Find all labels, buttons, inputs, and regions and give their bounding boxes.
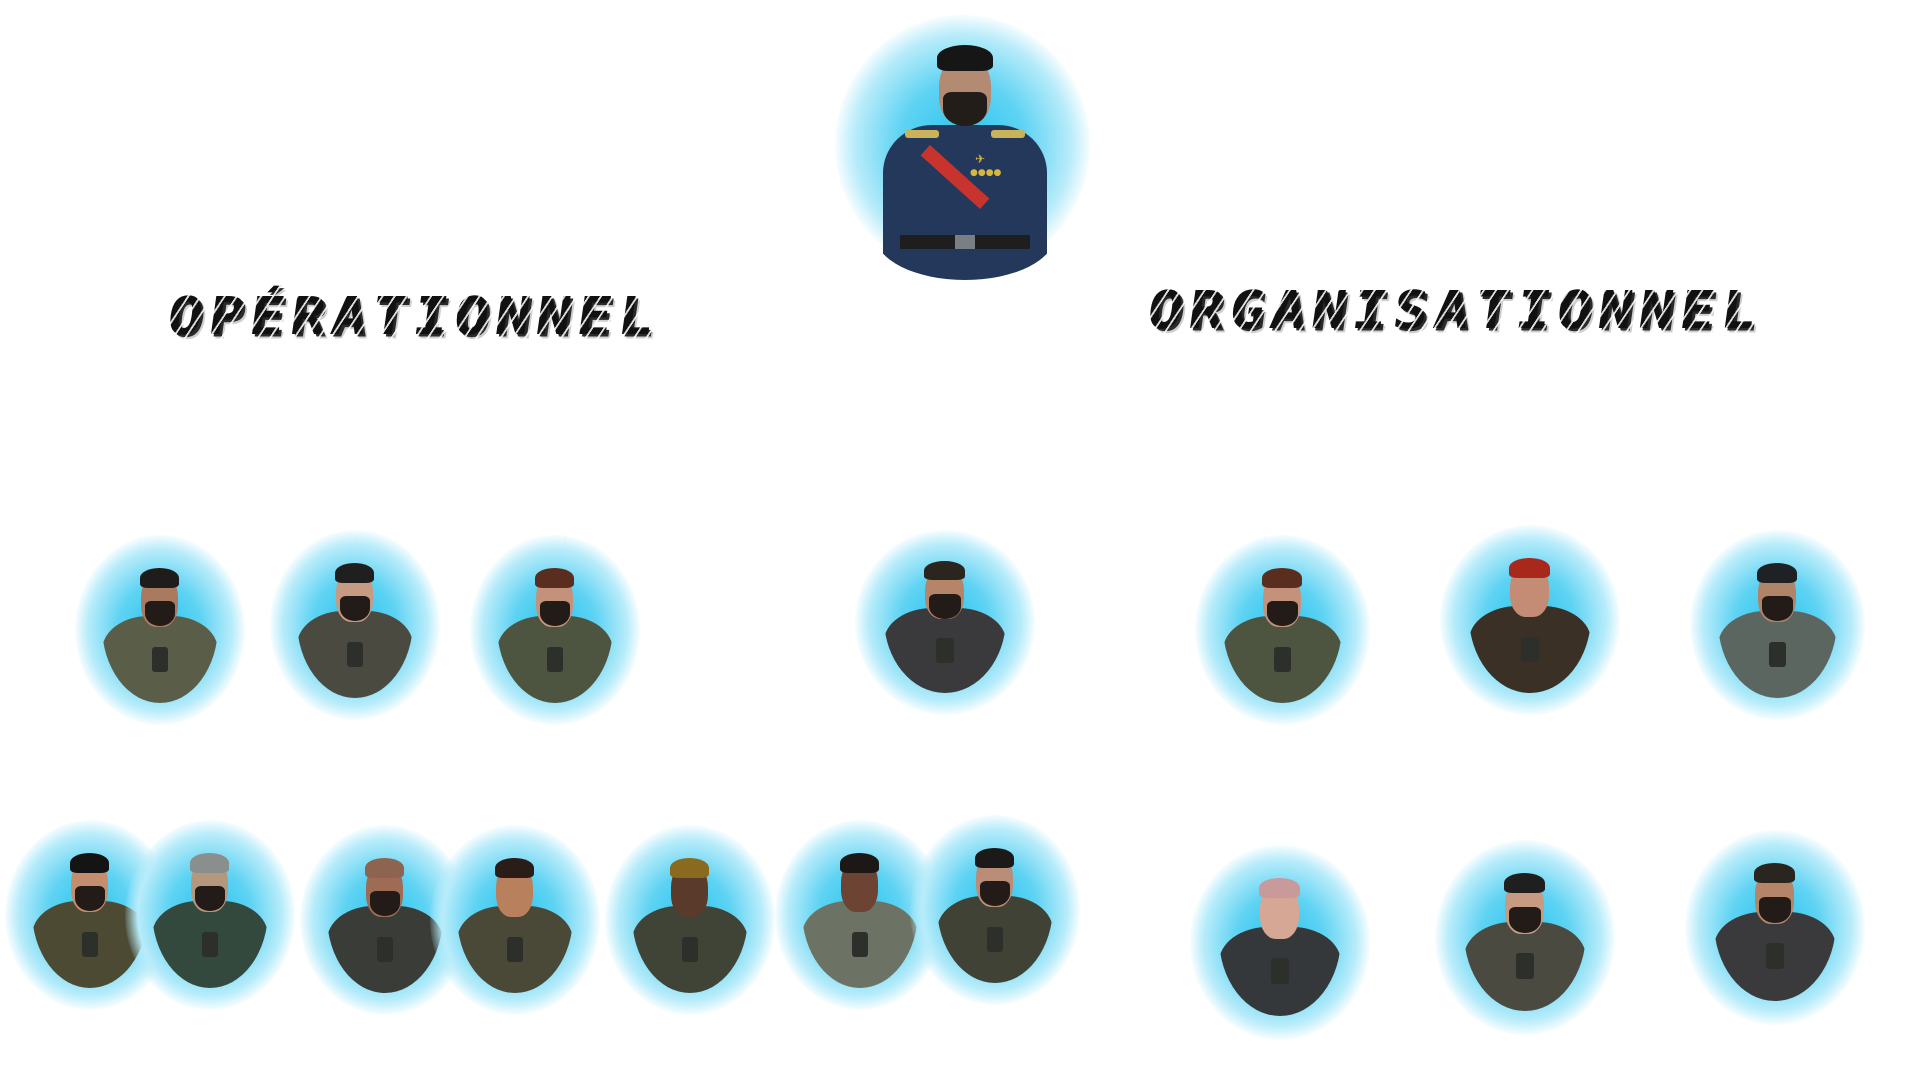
medal-icon: ✈ — [975, 152, 986, 166]
armor-plate — [681, 936, 699, 962]
commander-portrait[interactable]: ✈ ●●●● — [835, 15, 1090, 280]
commander-figure: ✈ ●●●● — [875, 30, 1055, 280]
armor-plate — [546, 646, 564, 672]
heading-organisational-text: ORGANISATIONNEL — [1143, 279, 1767, 341]
hair — [365, 858, 404, 878]
portrait-disc — [632, 852, 748, 993]
beard — [145, 601, 175, 626]
hair — [1259, 878, 1300, 898]
portrait-disc — [102, 562, 218, 703]
member-portrait[interactable] — [270, 530, 440, 720]
heading-operational: OPÉRATIONNEL — [163, 285, 664, 347]
armor-plate — [376, 936, 394, 962]
member-portrait[interactable] — [75, 535, 245, 725]
portrait-disc — [1464, 867, 1586, 1011]
hair — [937, 45, 993, 71]
heading-operational-text: OPÉRATIONNEL — [163, 285, 664, 347]
hair — [140, 568, 179, 588]
hair — [495, 858, 534, 878]
portrait-disc — [497, 562, 613, 703]
hair — [1757, 563, 1797, 583]
armor-plate — [81, 931, 99, 957]
armor-plate — [986, 926, 1004, 952]
armor-plate — [506, 936, 524, 962]
portrait-disc — [802, 847, 918, 988]
armor-plate — [201, 931, 219, 957]
portrait-disc — [297, 557, 413, 698]
member-portrait[interactable] — [1685, 830, 1865, 1025]
armor-plate — [1271, 958, 1289, 985]
portrait-disc — [32, 847, 148, 988]
hair — [1509, 558, 1550, 578]
member-portrait[interactable] — [1435, 840, 1615, 1035]
portrait-disc — [1718, 557, 1837, 698]
portrait-disc — [1219, 872, 1341, 1016]
beard — [540, 601, 570, 626]
member-portrait[interactable] — [1195, 535, 1370, 725]
beard — [943, 92, 987, 126]
hair — [535, 568, 574, 588]
armor-plate — [936, 638, 954, 663]
hair — [840, 853, 879, 873]
member-portrait[interactable] — [1190, 845, 1370, 1040]
member-portrait[interactable] — [855, 530, 1035, 715]
beard — [75, 886, 105, 911]
armor-plate — [151, 646, 169, 672]
armor-plate — [1769, 641, 1786, 667]
hair — [975, 848, 1014, 868]
uniform — [883, 125, 1047, 280]
beard — [370, 891, 400, 916]
portrait-disc — [884, 556, 1006, 693]
hair — [70, 853, 109, 873]
armor-plate — [1766, 943, 1784, 970]
beard — [1762, 596, 1793, 621]
beard — [195, 886, 225, 911]
hair — [924, 561, 965, 580]
hair — [335, 563, 374, 583]
beard — [929, 594, 961, 619]
hair — [1754, 863, 1795, 883]
portrait-disc — [457, 852, 573, 993]
hair — [1504, 873, 1545, 893]
member-portrait[interactable] — [605, 825, 775, 1015]
epaulette-right — [991, 130, 1025, 138]
portrait-disc — [1469, 552, 1591, 693]
hair — [670, 858, 709, 878]
armor-plate — [1521, 636, 1539, 662]
beard — [340, 596, 370, 621]
beard — [1759, 897, 1791, 923]
member-portrait[interactable] — [470, 535, 640, 725]
member-portrait[interactable] — [430, 825, 600, 1015]
portrait-disc — [327, 852, 443, 993]
member-portrait[interactable] — [1690, 530, 1865, 720]
hair — [190, 853, 229, 873]
armor-plate — [851, 931, 869, 957]
epaulette-left — [905, 130, 939, 138]
beard — [1509, 907, 1541, 933]
member-portrait[interactable] — [910, 815, 1080, 1005]
portrait-disc — [1223, 562, 1342, 703]
member-portrait[interactable] — [125, 820, 295, 1010]
portrait-disc — [152, 847, 268, 988]
heading-organisational: ORGANISATIONNEL — [1143, 279, 1767, 341]
beard — [980, 881, 1010, 906]
portrait-disc — [937, 842, 1053, 983]
armor-plate — [346, 641, 364, 667]
member-portrait[interactable] — [1440, 525, 1620, 715]
beard — [1267, 601, 1298, 626]
belt-buckle — [955, 235, 975, 249]
medals-row: ●●●● — [970, 168, 1002, 178]
armor-plate — [1274, 646, 1291, 672]
portrait-disc — [1714, 857, 1836, 1001]
armor-plate — [1516, 953, 1534, 980]
hair — [1262, 568, 1302, 588]
